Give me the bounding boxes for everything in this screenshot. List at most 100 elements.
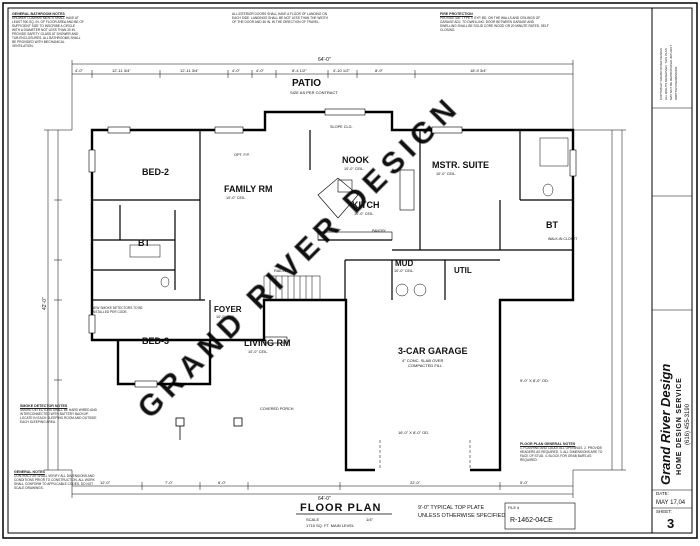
room-mud: MUD	[395, 259, 413, 268]
room-patio: PATIO	[292, 78, 321, 89]
fire-notes-text: PROVIDE 5/8" TYPE X GYP. BD. ON THE WALL…	[440, 16, 549, 32]
floor-notes: FLOOR PLAN GENERAL NOTES 1. FLASHING AND…	[520, 442, 606, 474]
floor-notes-text: 1. FLASHING AND CAULK ALL OPENINGS. 2. P…	[520, 446, 603, 462]
scale-value: 1/4"	[366, 517, 374, 522]
file-number: R-1462-04CE	[510, 517, 553, 524]
room-living: LIVING RM	[244, 338, 291, 348]
right-dimensions	[573, 129, 626, 471]
company-script-name: Grand River Design	[658, 364, 673, 485]
room-kitch-ceil: 10'-0" CEIL.	[354, 212, 374, 216]
area-note: 1715 SQ. FT. MAIN LEVEL	[306, 523, 355, 528]
dim-top-8: 8'-9"	[375, 68, 384, 73]
smoke-notes-title: SMOKE DETECTOR NOTES	[20, 404, 68, 408]
overall-dimension-bottom: 64'-0"	[318, 496, 331, 502]
watermark: GRAND RIVER DESIGN	[132, 90, 467, 425]
file-label: FILE #	[508, 506, 520, 510]
room-patio-sub: SIZE AS PER CONTRACT	[290, 90, 338, 95]
inner-border	[7, 7, 693, 534]
exterior-walls	[90, 110, 575, 472]
pantry-label: PANTRY	[372, 229, 387, 233]
room-kitch: KITCH	[352, 200, 380, 210]
floor-notes-title: FLOOR PLAN GENERAL NOTES	[520, 442, 576, 446]
dim-bottom-4: 22'-0"	[410, 480, 421, 485]
smoke-notes: SMOKE DETECTOR NOTES SMOKE DETECTORS SHA…	[20, 404, 98, 454]
bath-notes: GENERAL BATHROOM NOTES SHOWER COMPARTMEN…	[12, 12, 84, 122]
bath-notes-text: SHOWER COMPARTMENTS SHALL HAVE AT LEAST …	[12, 16, 84, 48]
left-total-dimension: 42'-0"	[42, 297, 48, 310]
kitchen-fixtures	[317, 169, 415, 241]
walkin-label: WALK-IN CLOSET	[548, 237, 578, 241]
dim-top-3: 12'-11 3/4"	[180, 68, 199, 73]
room-mstr-ceil: 10'-0" CEIL.	[436, 172, 456, 176]
sheet-number: 3	[667, 516, 674, 531]
dim-top-1: 4'-0"	[75, 68, 84, 73]
company-phone: (616) 455-3190	[685, 403, 691, 445]
room-living-ceil: 10'-0" CEIL.	[248, 350, 268, 354]
slope-clg-label: SLOPE CLG.	[330, 125, 353, 129]
svg-text:WRITTEN PERMISSION.: WRITTEN PERMISSION.	[674, 66, 678, 100]
svg-text:ALL RIGHTS RESERVED. THIS PLAN: ALL RIGHTS RESERVED. THIS PLAN	[664, 48, 668, 100]
fire-notes: FIRE PROTECTION PROVIDE 5/8" TYPE X GYP.…	[440, 12, 550, 56]
dim-top-2: 12'-11 3/4"	[112, 68, 131, 73]
top-plate-note-1: 9'-0" TYPICAL TOP PLATE	[418, 505, 485, 511]
room-garage-sub2: COMPACTED FILL	[408, 363, 443, 368]
company-service: HOME DESIGN SERVICE	[676, 377, 683, 475]
top-dimensions	[71, 60, 574, 130]
scale-label: SCALE	[306, 517, 319, 522]
room-bed2: BED-2	[142, 167, 169, 177]
overall-dimension: 64'-0"	[318, 57, 331, 63]
stair-note: NEW SMOKE DETECTORS TO BE INSTALLED PER …	[92, 306, 152, 336]
dim-top-9: 18'-9 3/4"	[470, 68, 487, 73]
stair-note-text: NEW SMOKE DETECTORS TO BE INSTALLED PER …	[92, 306, 143, 314]
outer-border	[2, 2, 698, 539]
dim-top-5: 4'-0"	[256, 68, 265, 73]
room-garage: 3-CAR GARAGE	[398, 346, 468, 356]
file-box	[504, 502, 576, 530]
attic-notes-text: ALL INTERIOR DOORS SHALL HAVE A FLOOR OF…	[232, 12, 328, 24]
room-mstr: MSTR. SUITE	[432, 160, 489, 170]
room-mud-ceil: 10'-0" CEIL.	[394, 269, 414, 273]
room-bt-master: BT	[546, 220, 558, 230]
top-plate-note-2: UNLESS OTHERWISE SPECIFIED	[418, 513, 505, 519]
fire-notes-title: FIRE PROTECTION	[440, 12, 473, 16]
room-nook-ceil: 10'-0" CEIL.	[344, 167, 364, 171]
dim-top-7: 4'-10 1/2"	[333, 68, 350, 73]
opt-fp-label: OPT. F.P.	[234, 153, 250, 157]
general-notes-title: GENERAL NOTES	[14, 470, 45, 474]
room-family: FAMILY RM	[224, 184, 273, 194]
room-family-ceil: 10'-0" CEIL.	[226, 196, 246, 200]
porch-posts	[175, 417, 243, 440]
general-notes-text: CONTRACTOR SHALL VERIFY ALL DIMENSIONS A…	[14, 474, 95, 490]
room-garage-sub1: 4" CONC. SLAB OVER	[402, 358, 444, 363]
dim-bottom-1: 12'-0"	[100, 480, 111, 485]
bottom-dimensions	[71, 470, 574, 498]
room-bt-hall: BT	[138, 238, 150, 248]
dim-top-6: 8'-4 1/2"	[292, 68, 307, 73]
left-dimensions	[44, 129, 72, 471]
date-value: MAY 17,04	[656, 500, 686, 506]
bath-notes-title: GENERAL BATHROOM NOTES	[12, 12, 65, 16]
room-util: UTIL	[454, 266, 472, 275]
room-foyer-ceil: 10'-0" CEIL.	[216, 315, 236, 319]
stairs	[263, 275, 321, 301]
plan-title: FLOOR PLAN	[300, 502, 382, 514]
room-foyer: FOYER	[214, 305, 242, 314]
windows	[88, 108, 577, 388]
dim-bottom-3: 6'-0"	[218, 480, 227, 485]
date-label: DATE:	[656, 491, 669, 496]
garage-door-9: 9'-0" X 8'-0" OD.	[520, 378, 549, 383]
dim-bottom-2: 7'-0"	[165, 480, 174, 485]
railing-label: RAILING	[274, 269, 289, 273]
bath-fixtures	[129, 137, 569, 297]
attic-notes: ALL INTERIOR DOORS SHALL HAVE A FLOOR OF…	[232, 12, 332, 52]
covered-porch-label: COVERED PORCH	[260, 407, 294, 411]
room-bed3: BED-3	[142, 336, 169, 346]
general-notes: GENERAL NOTES CONTRACTOR SHALL VERIFY AL…	[14, 470, 100, 526]
garage-door-16: 16'-0" X 8'-0" OD.	[398, 430, 429, 435]
garage-door-lines	[379, 440, 471, 470]
svg-text:MAY NOT BE REPRODUCED WITHOUT: MAY NOT BE REPRODUCED WITHOUT	[669, 45, 673, 100]
sheet-label: SHEET:	[656, 509, 672, 514]
dim-bottom-5: 5'-0"	[520, 480, 529, 485]
